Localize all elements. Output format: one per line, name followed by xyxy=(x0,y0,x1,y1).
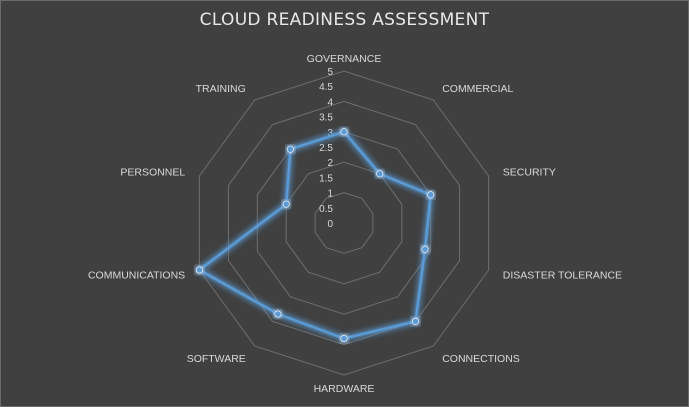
tick-label: 1 xyxy=(327,189,333,200)
category-label: PERSONNEL xyxy=(120,166,185,178)
data-point xyxy=(421,245,429,253)
data-point xyxy=(286,145,294,153)
tick-label: 0.5 xyxy=(319,204,333,215)
data-point xyxy=(340,334,348,342)
data-point xyxy=(274,310,282,318)
tick-label: 4.5 xyxy=(319,82,333,93)
category-label: SECURITY xyxy=(503,166,556,178)
data-point xyxy=(411,317,419,325)
radial-axis-ticks: 0 0.5 1 1.5 2 2.5 3 3.5 4 4.5 5 xyxy=(319,67,333,230)
data-point xyxy=(376,170,384,178)
series-layer xyxy=(195,128,435,342)
tick-label: 2 xyxy=(327,158,333,169)
category-label: SOFTWARE xyxy=(187,353,246,365)
grid-ring xyxy=(227,100,461,346)
series-line xyxy=(198,130,432,340)
grid-ring xyxy=(314,192,374,254)
tick-label: 4 xyxy=(327,97,333,108)
category-label: DISASTER TOLERANCE xyxy=(503,270,622,282)
category-label: GOVERNANCE xyxy=(307,53,382,65)
category-label: COMMUNICATIONS xyxy=(88,270,185,282)
category-label: TRAINING xyxy=(196,83,246,95)
tick-label: 3 xyxy=(327,128,333,139)
chart-title: CLOUD READINESS ASSESSMENT xyxy=(199,10,490,30)
category-label: COMMERCIAL xyxy=(442,83,513,95)
data-point xyxy=(427,191,435,199)
tick-label: 3.5 xyxy=(319,113,333,124)
series-glow xyxy=(196,129,434,341)
grid-ring xyxy=(256,131,432,315)
category-labels: GOVERNANCE COMMERCIAL SECURITY DISASTER TOL… xyxy=(88,53,622,395)
tick-label: 2.5 xyxy=(319,143,333,154)
data-point xyxy=(195,266,203,274)
category-label: CONNECTIONS xyxy=(442,353,520,365)
tick-label: 5 xyxy=(327,67,333,78)
tick-label: 0 xyxy=(327,219,333,230)
data-point xyxy=(340,128,348,136)
tick-label: 1.5 xyxy=(319,173,333,184)
category-label: HARDWARE xyxy=(314,383,375,395)
data-point xyxy=(282,200,290,208)
grid-ring xyxy=(198,70,490,376)
radar-grid xyxy=(198,70,490,376)
grid-ring xyxy=(285,161,403,285)
